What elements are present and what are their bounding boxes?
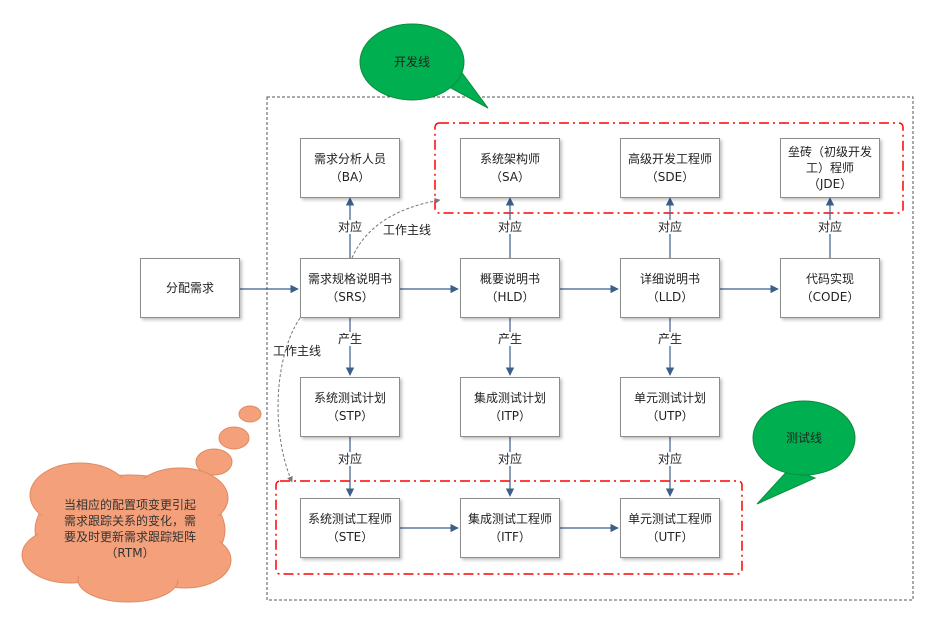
label-gongzuo-bottom: 工作主线 <box>273 344 322 358</box>
label-chansheng-stp: 产生 <box>337 332 364 346</box>
node-ste: 系统测试工程师 （STE） <box>300 498 400 558</box>
dev-frame <box>434 122 904 214</box>
label-duiying-sde: 对应 <box>657 220 684 234</box>
edge-worklink-top <box>351 197 441 259</box>
test-bubble <box>752 400 856 476</box>
node-itp: 集成测试计划 （ITP） <box>460 377 560 437</box>
note-text: 当相应的配置项变更引起 需求跟踪关系的变化，需 要及时更新需求跟踪矩阵 （RTM… <box>63 498 196 560</box>
node-code: 代码实现 （CODE） <box>780 258 880 318</box>
note-cloud-fill <box>28 472 227 582</box>
node-utf: 单元测试工程师 （UTF） <box>620 498 720 558</box>
node-jde: 垒砖（初级开发 工）程师 （JDE） <box>780 138 880 198</box>
node-ba: 需求分析人员 （BA） <box>300 138 400 198</box>
node-sde: 高级开发工程师 （SDE） <box>620 138 720 198</box>
node-srs: 需求规格说明书 （SRS） <box>300 258 400 318</box>
node-utp: 单元测试计划 （UTP） <box>620 377 720 437</box>
node-itf: 集成测试工程师 （ITF） <box>460 498 560 558</box>
dev-bubble <box>359 23 465 101</box>
label-duiying-sa: 对应 <box>497 220 524 234</box>
label-chansheng-itp: 产生 <box>497 332 524 346</box>
node-lld: 详细说明书 （LLD） <box>620 258 720 318</box>
label-duiying-itf: 对应 <box>497 452 524 466</box>
node-sa: 系统架构师 （SA） <box>460 138 560 198</box>
label-chansheng-utp: 产生 <box>657 332 684 346</box>
node-hld: 概要说明书 （HLD） <box>460 258 560 318</box>
outer-frame <box>266 96 914 601</box>
test-bubble-label: 测试线 <box>785 431 822 445</box>
label-duiying-ste: 对应 <box>337 452 364 466</box>
label-duiying-utf: 对应 <box>657 452 684 466</box>
label-duiying-jde: 对应 <box>817 220 844 234</box>
edge-worklink-bottom <box>277 317 301 483</box>
dev-bubble-label: 开发线 <box>393 55 430 69</box>
test-frame <box>275 480 743 575</box>
label-gongzuo-top: 工作主线 <box>383 223 432 237</box>
label-duiying-ba: 对应 <box>337 220 364 234</box>
node-fenpei: 分配需求 <box>140 258 240 318</box>
node-stp: 系统测试计划 （STP） <box>300 377 400 437</box>
